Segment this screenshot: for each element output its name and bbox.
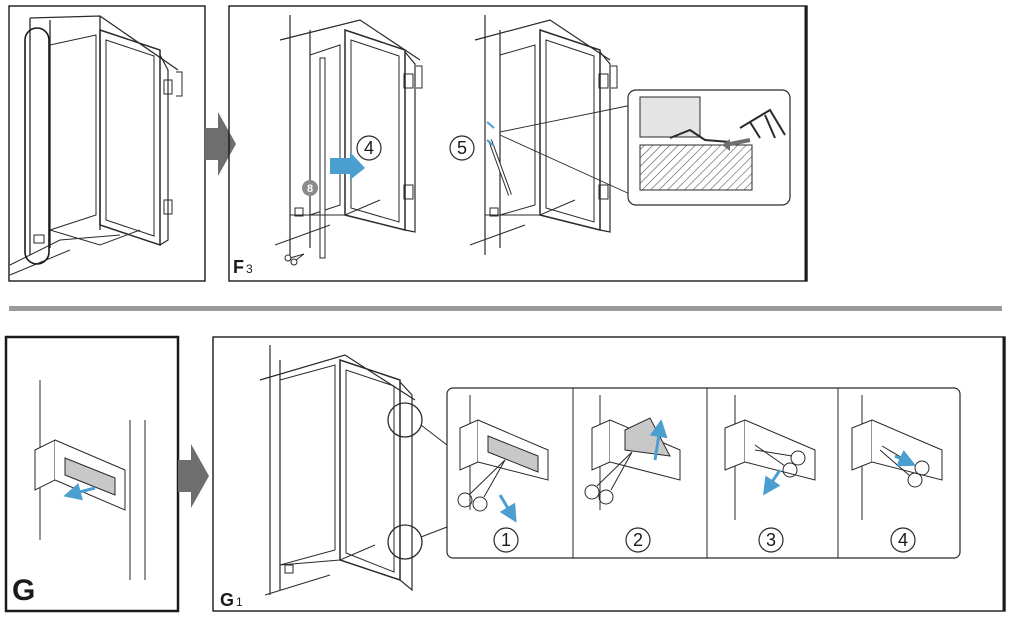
scissors-icon [284,253,305,266]
panel-label-g: G [12,574,35,607]
step-circle-4 [356,135,382,161]
step-number-4: 4 [364,138,374,158]
detail-step-2 [584,395,681,510]
section-divider [9,306,1002,311]
badge-label: 8 [307,183,313,195]
step-circle-d1 [493,527,519,553]
panel-g1 [212,336,1006,612]
blue-arrow-icon [330,152,365,180]
panel-f3 [228,5,808,282]
gray-arrow-icon [205,112,236,176]
panel-g [4,335,180,613]
detail-step-4 [851,395,943,520]
detail-number-4: 4 [898,530,908,550]
detail-step-1 [457,395,549,523]
detail-number-1: 1 [501,530,511,550]
panel-sub-g1: 1 [236,595,243,609]
step-number-5: 5 [457,138,467,158]
step-circle-d2 [625,527,651,553]
panel-sub-f: 3 [246,262,253,276]
step-circle-d4 [890,527,916,553]
step-circle-d3 [758,527,784,553]
seal-detail-zoom [627,89,791,206]
step-circle-5 [449,135,475,161]
detail-number-2: 2 [633,530,643,550]
panel-f-overview [8,5,206,282]
detail-step-3 [724,395,816,520]
highlight-oval [24,27,50,265]
panel-label-f: F [233,257,244,277]
gray-arrow-icon [178,444,209,508]
cabinet-step-4 [274,15,423,266]
cabinet-step-5 [469,15,633,255]
panel-label-g1: G [220,590,234,610]
part-badge [302,180,318,196]
detail-number-3: 3 [766,530,776,550]
